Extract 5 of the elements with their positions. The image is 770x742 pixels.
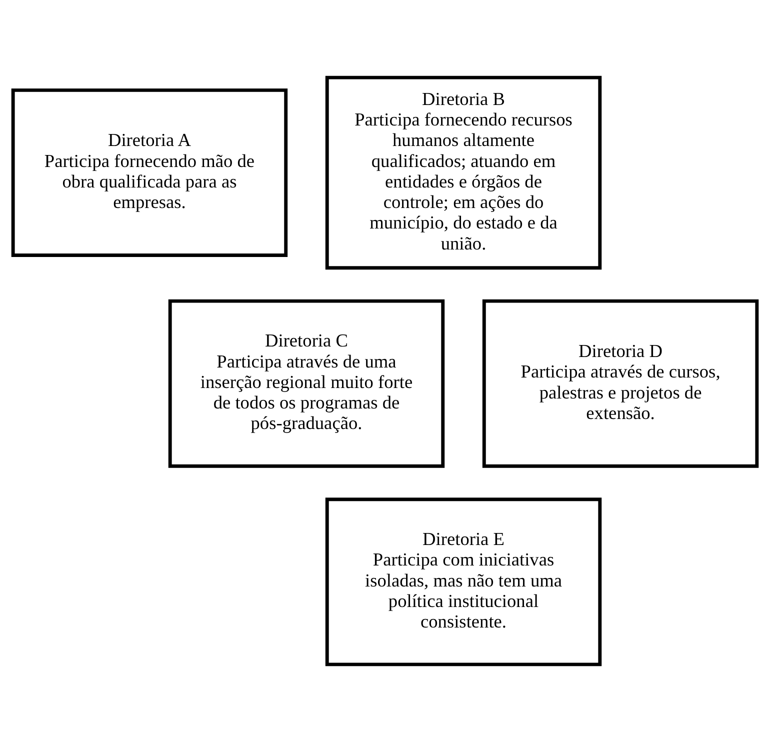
node-box: Diretoria D Participa através de cursos, palestras e projetos de extensão.	[482, 299, 759, 468]
node-box: Diretoria C Participa através de uma inserção regional muito forte de todos os programas de pós-graduação.	[168, 299, 445, 468]
node-box: Diretoria A Participa fornecendo mão de obra qualificada para as empresas.	[11, 88, 288, 257]
node-box: Diretoria B Participa fornecendo recursos humanos altamente qualificados; atuando em entidades e órgãos de controle; em ações do município, do estado e da união.	[325, 76, 602, 270]
node-box: Diretoria E Participa com iniciativas isoladas, mas não tem uma política institucional consistente.	[325, 498, 602, 666]
